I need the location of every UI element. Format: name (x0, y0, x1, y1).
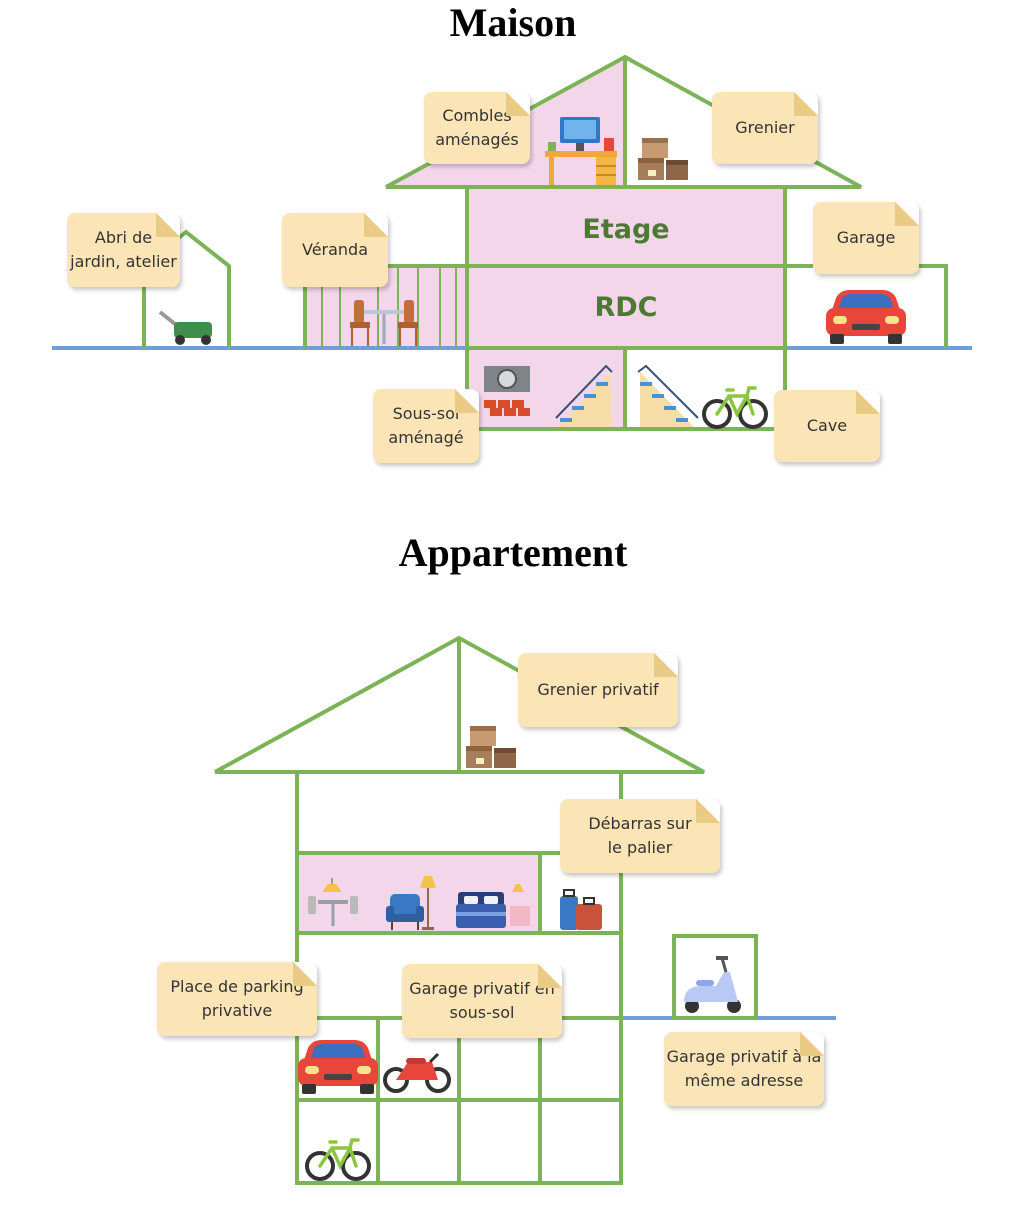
floor-label-rdc: RDC (594, 292, 658, 323)
note-debarras: Débarras sur le palier (560, 799, 720, 873)
furnace-icon (484, 366, 530, 416)
note-veranda: Véranda (282, 213, 388, 287)
appartement-title: Appartement (398, 530, 628, 575)
note-garage-sous-sol: Garage privatif en sous-sol (402, 964, 562, 1038)
lawnmower-icon (158, 310, 212, 345)
desk-icon (545, 117, 617, 185)
note-grenier: Grenier (712, 92, 818, 164)
luggage-icon (560, 889, 602, 930)
scooter-icon (684, 956, 741, 1013)
note-grenier-privatif: Grenier privatif (518, 653, 678, 727)
stairs-icon (555, 364, 699, 427)
bed-icon (456, 884, 530, 928)
armchair-icon (386, 894, 424, 930)
bike-icon (702, 386, 768, 429)
note-sous-sol: Sous-sol aménagé (373, 389, 479, 463)
note-cave: Cave (774, 390, 880, 462)
note-abri-jardin: Abri de jardin, atelier (67, 213, 180, 287)
note-garage-adresse: Garage privatif à la même adresse (664, 1032, 824, 1106)
note-garage: Garage (813, 202, 919, 274)
floor-label-etage: Etage (582, 214, 670, 245)
boxes-icon (466, 726, 516, 768)
table-chairs-icon (350, 300, 418, 346)
boxes-icon (638, 138, 688, 180)
bike-icon (305, 1138, 371, 1181)
motorcycle-icon (383, 1052, 451, 1093)
floor-lamp-icon (420, 876, 436, 930)
car-icon (298, 1040, 378, 1094)
car-icon (826, 290, 906, 344)
dining-icon (308, 878, 358, 926)
note-place-parking: Place de parking privative (157, 962, 317, 1036)
maison-title: Maison (449, 0, 577, 45)
note-combles: Combles aménagés (424, 92, 530, 164)
